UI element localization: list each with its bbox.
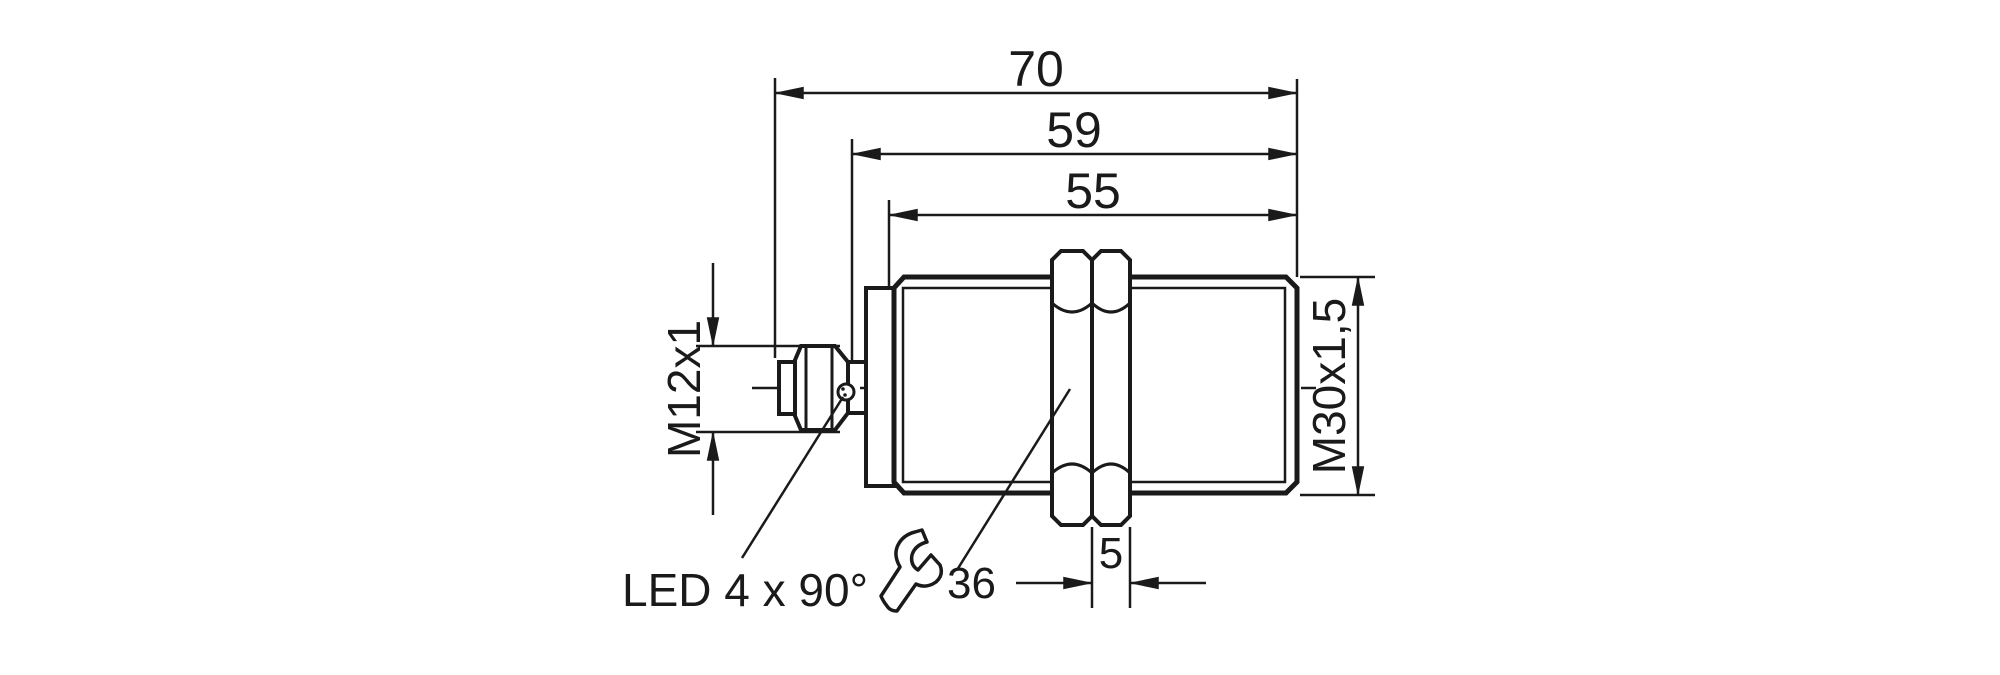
dimension-value-overall: 70 xyxy=(1008,41,1064,97)
body-step-flange xyxy=(864,286,896,488)
dimension-value-body-thread: M30x1,5 xyxy=(1303,298,1355,474)
dimension-value-connector-thread: M12x1 xyxy=(658,320,710,458)
dimension-value-thread-length: 55 xyxy=(1065,163,1121,219)
leader-line xyxy=(955,388,1072,571)
leader-line xyxy=(740,396,845,559)
nut-chamfer-arc xyxy=(1090,462,1132,475)
led-dot-detail xyxy=(843,393,847,397)
dimension-overall-length: 70 xyxy=(773,41,1299,358)
dimension-value-nut-thickness: 5 xyxy=(1099,529,1123,578)
wrench-size-value: 36 xyxy=(947,559,996,608)
nut-chamfer-arc xyxy=(1090,301,1132,314)
wrench-icon xyxy=(879,528,944,613)
nut-chamfer-arc xyxy=(1050,462,1094,475)
nut-chamfer-arc xyxy=(1050,301,1094,314)
led-indicator xyxy=(836,382,856,402)
dimension-connector-thread: M12x1 xyxy=(658,263,840,515)
wrench-size-callout: 36 xyxy=(879,388,1072,613)
dimension-length-to-connector: 59 xyxy=(850,102,1299,361)
dimension-value-to-connector: 59 xyxy=(1046,102,1102,158)
hex-nut-right xyxy=(1090,249,1132,527)
led-callout: LED 4 x 90° xyxy=(622,396,868,616)
led-dot-detail xyxy=(841,387,845,391)
hex-nut-left xyxy=(1050,249,1094,527)
connector-end-cap xyxy=(777,360,797,416)
dimension-nut-thickness: 5 xyxy=(1016,527,1206,608)
led-label: LED 4 x 90° xyxy=(622,564,868,616)
led-indicator-dot xyxy=(836,382,856,402)
dimension-body-thread: M30x1,5 xyxy=(1300,275,1375,497)
dimension-thread-length: 55 xyxy=(887,163,1299,288)
hex-nuts xyxy=(1050,249,1132,527)
